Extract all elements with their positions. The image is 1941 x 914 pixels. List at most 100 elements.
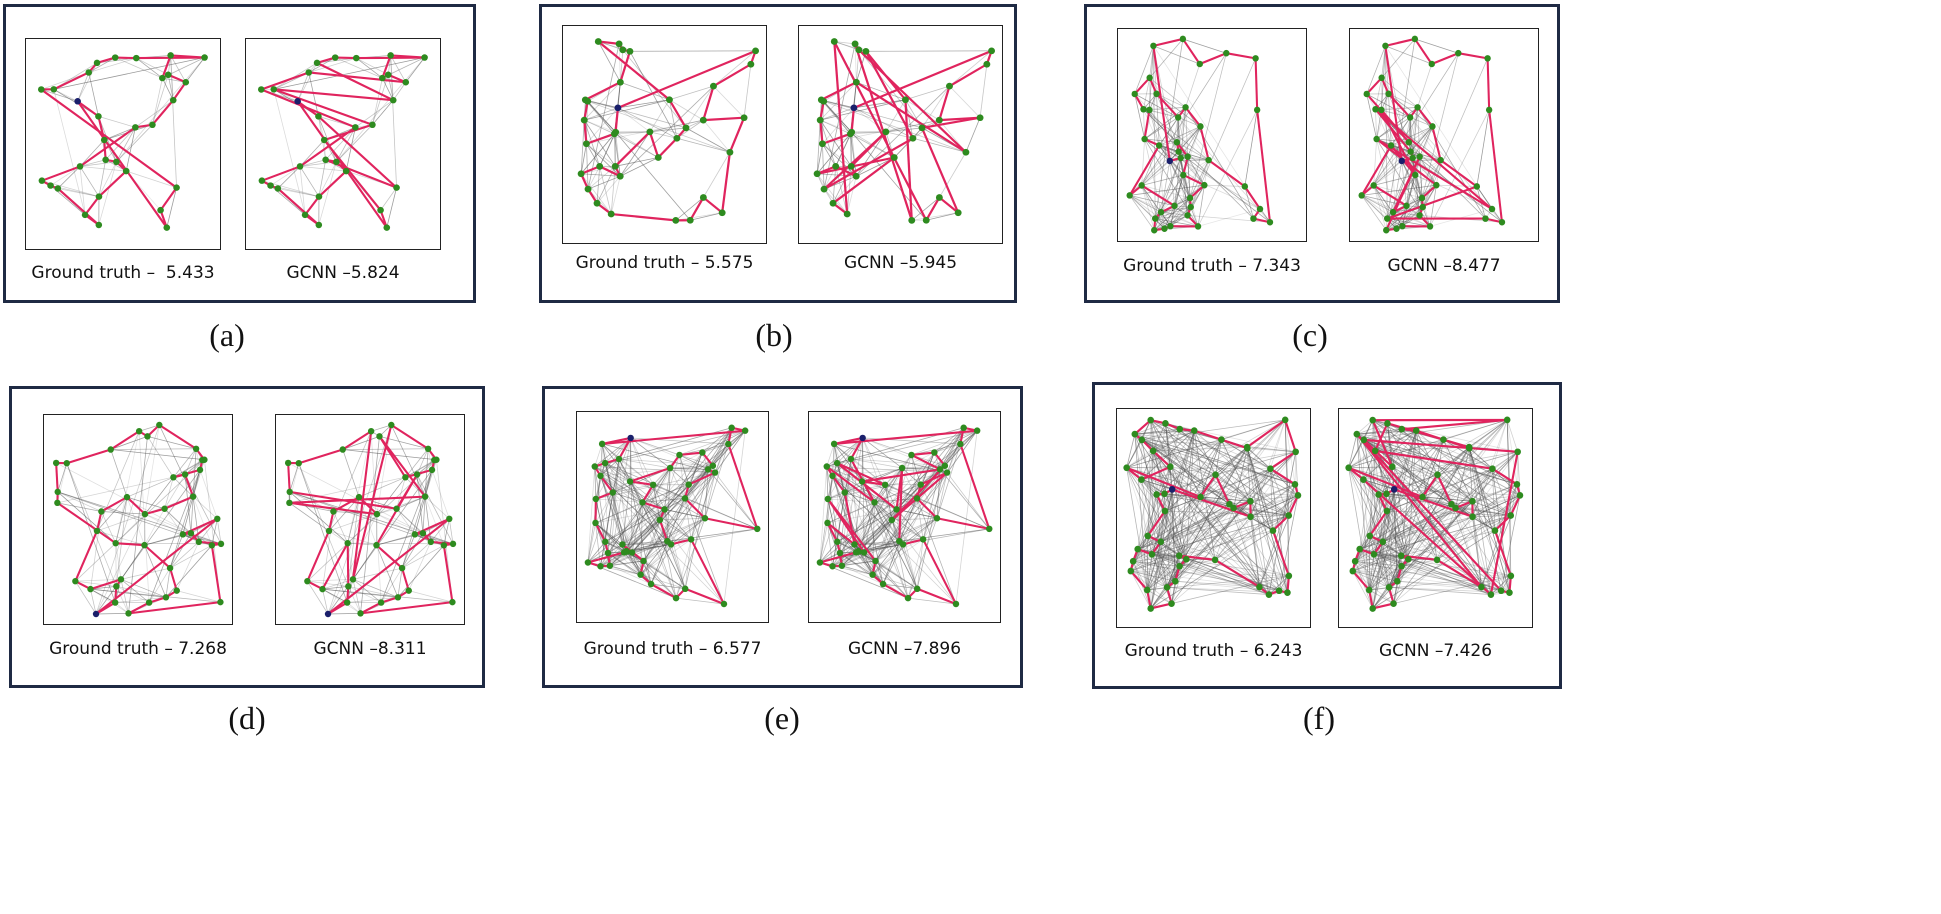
graph-node bbox=[740, 114, 748, 122]
graph-node bbox=[860, 549, 868, 556]
tour-edge bbox=[614, 107, 620, 133]
graph-node bbox=[637, 571, 644, 578]
candidate-edge bbox=[587, 522, 596, 563]
graph-node bbox=[872, 557, 879, 565]
candidate-edge bbox=[1415, 430, 1423, 498]
candidate-edge bbox=[907, 597, 957, 605]
candidate-edge bbox=[1250, 515, 1289, 518]
candidate-edge bbox=[690, 518, 706, 540]
candidate-edge bbox=[667, 517, 706, 542]
tour-edge bbox=[819, 119, 824, 144]
candidate-edge bbox=[115, 513, 146, 544]
candidate-edge bbox=[817, 173, 857, 177]
candidate-edge bbox=[836, 462, 875, 503]
candidate-edge bbox=[392, 82, 407, 101]
candidate-edge bbox=[1169, 160, 1175, 206]
candidate-edge bbox=[898, 541, 918, 589]
candidate-edge bbox=[841, 552, 865, 567]
candidate-edge bbox=[1126, 439, 1143, 468]
candidate-edge bbox=[827, 498, 838, 542]
candidate-edge bbox=[1126, 467, 1251, 502]
graph-node bbox=[582, 140, 590, 148]
candidate-edge bbox=[1155, 206, 1191, 219]
tour-edge bbox=[321, 542, 349, 590]
candidate-edge bbox=[832, 166, 837, 204]
tour-edge bbox=[1152, 450, 1172, 468]
candidate-edge bbox=[594, 443, 603, 467]
graph-node bbox=[1184, 153, 1191, 160]
candidate-edge bbox=[584, 99, 670, 121]
candidate-edge bbox=[1175, 559, 1216, 582]
candidate-edge bbox=[1373, 185, 1388, 219]
candidate-edge bbox=[832, 552, 857, 567]
candidate-edge bbox=[601, 443, 644, 562]
candidate-edge bbox=[600, 475, 643, 503]
candidate-edge bbox=[1295, 451, 1299, 496]
candidate-edge bbox=[1372, 419, 1492, 595]
candidate-edge bbox=[587, 175, 621, 190]
candidate-edge bbox=[833, 443, 852, 460]
tour-edge bbox=[1431, 52, 1459, 65]
candidate-edge bbox=[90, 511, 102, 590]
tour-edge bbox=[1493, 530, 1512, 577]
candidate-edge bbox=[1179, 559, 1216, 567]
tour-edge bbox=[833, 41, 849, 215]
graph-node bbox=[672, 217, 680, 224]
graph-node bbox=[1394, 577, 1401, 585]
graph-node bbox=[1491, 527, 1499, 534]
candidate-edge bbox=[832, 475, 863, 482]
tour-edge bbox=[1384, 45, 1403, 162]
tour-edge bbox=[850, 131, 887, 168]
tour-edge bbox=[210, 545, 222, 603]
candidate-edge bbox=[1189, 159, 1209, 199]
nodes bbox=[1123, 416, 1302, 612]
candidate-edge bbox=[827, 508, 897, 524]
graph-node bbox=[862, 47, 870, 55]
candidate-edge bbox=[1182, 174, 1191, 199]
candidate-edge bbox=[1190, 206, 1199, 227]
candidate-edge bbox=[1373, 160, 1403, 186]
tour-edge bbox=[84, 195, 100, 216]
graph-node bbox=[1349, 567, 1357, 575]
tour-edge bbox=[1199, 126, 1210, 161]
graph-node bbox=[440, 542, 448, 549]
graph-node bbox=[901, 96, 909, 104]
tour-edge bbox=[1393, 488, 1473, 518]
graph-node bbox=[421, 54, 428, 61]
candidate-edge bbox=[1151, 553, 1270, 595]
candidate-edge bbox=[170, 55, 174, 101]
tour-graph bbox=[816, 424, 993, 608]
candidate-edge bbox=[101, 511, 117, 544]
candidate-edge bbox=[1363, 419, 1508, 441]
candidate-edge bbox=[587, 100, 731, 153]
graph-node bbox=[1177, 154, 1184, 162]
ground-truth-plot bbox=[25, 38, 221, 250]
graph-node bbox=[954, 209, 962, 217]
candidate-edge bbox=[1375, 108, 1486, 219]
graph-node bbox=[616, 172, 624, 180]
tour-edge bbox=[351, 424, 393, 580]
candidate-edge bbox=[1363, 439, 1390, 588]
graph-node bbox=[431, 456, 438, 464]
tour-edge bbox=[629, 467, 671, 483]
candidate-edge bbox=[144, 508, 165, 546]
graph-node bbox=[394, 594, 402, 601]
candidate-edge bbox=[1402, 206, 1424, 227]
candidate-edge bbox=[595, 475, 601, 500]
candidate-edge bbox=[822, 143, 837, 167]
candidate-edge bbox=[675, 212, 723, 221]
candidate-edge bbox=[618, 458, 654, 486]
candidate-edge bbox=[1153, 197, 1191, 231]
candidate-edge bbox=[190, 496, 194, 534]
tour-graph bbox=[52, 421, 225, 618]
graph-node bbox=[377, 599, 385, 606]
graph-node bbox=[615, 455, 623, 463]
candidate-edge bbox=[1392, 466, 1438, 476]
graph-node bbox=[1397, 552, 1405, 560]
candidate-edge bbox=[1363, 439, 1384, 542]
graph-node bbox=[449, 540, 457, 548]
candidate-edge bbox=[376, 477, 406, 515]
candidate-edge bbox=[622, 49, 687, 129]
panel-label: (a) bbox=[209, 317, 245, 353]
graph-node bbox=[893, 506, 900, 513]
